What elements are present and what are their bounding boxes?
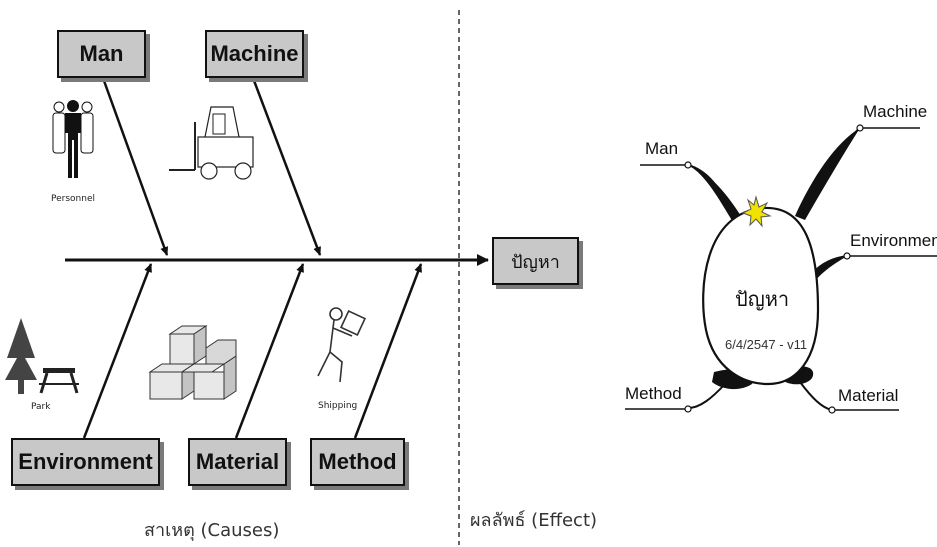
effect-axis-label: ผลลัพธ์ (Effect) bbox=[470, 510, 598, 531]
bone-man bbox=[101, 77, 169, 256]
category-environment-box: Environment bbox=[11, 438, 160, 486]
park-icon bbox=[5, 318, 79, 394]
mindmap-branch-environment: Environmen bbox=[850, 231, 937, 250]
category-man-label: Man bbox=[79, 41, 124, 66]
sparkle-icon bbox=[741, 195, 772, 228]
bone-machine bbox=[251, 77, 322, 256]
forklift-icon bbox=[169, 106, 254, 180]
mindmap-branch-method: Method bbox=[625, 384, 682, 403]
effect-label: ปัญหา bbox=[511, 251, 560, 273]
boxes-icon bbox=[148, 325, 237, 400]
park-caption: Park bbox=[31, 402, 51, 412]
shipping-caption: Shipping bbox=[318, 401, 358, 411]
mindmap-branch-machine: Machine bbox=[863, 102, 928, 121]
mindmap-center-sublabel: 6/4/2547 - v11 bbox=[725, 337, 808, 352]
bone-material bbox=[234, 263, 305, 439]
effect-box: ปัญหา bbox=[492, 237, 579, 285]
mindmap-branch-man: Man bbox=[645, 139, 679, 158]
category-material-box: Material bbox=[188, 438, 287, 486]
causes-axis-label: สาเหตุ (Causes) bbox=[144, 520, 280, 541]
category-machine-label: Machine bbox=[210, 41, 299, 66]
personnel-caption: Personnel bbox=[51, 194, 95, 204]
mindmap-center-shape bbox=[702, 206, 820, 386]
mindmap-branch-material: Material bbox=[838, 386, 899, 405]
bone-environment bbox=[82, 263, 153, 439]
category-material-label: Material bbox=[195, 449, 280, 474]
category-environment-label: Environment bbox=[18, 449, 153, 474]
category-method-box: Method bbox=[310, 438, 405, 486]
mindmap-center-label: ปัญหา bbox=[735, 287, 790, 311]
mindmap-group bbox=[625, 124, 937, 414]
shipping-icon bbox=[317, 307, 367, 383]
bone-method bbox=[353, 263, 423, 439]
category-method-label: Method bbox=[318, 449, 397, 474]
category-machine-box: Machine bbox=[205, 30, 304, 78]
personnel-icon bbox=[52, 100, 94, 178]
category-man-box: Man bbox=[57, 30, 146, 78]
